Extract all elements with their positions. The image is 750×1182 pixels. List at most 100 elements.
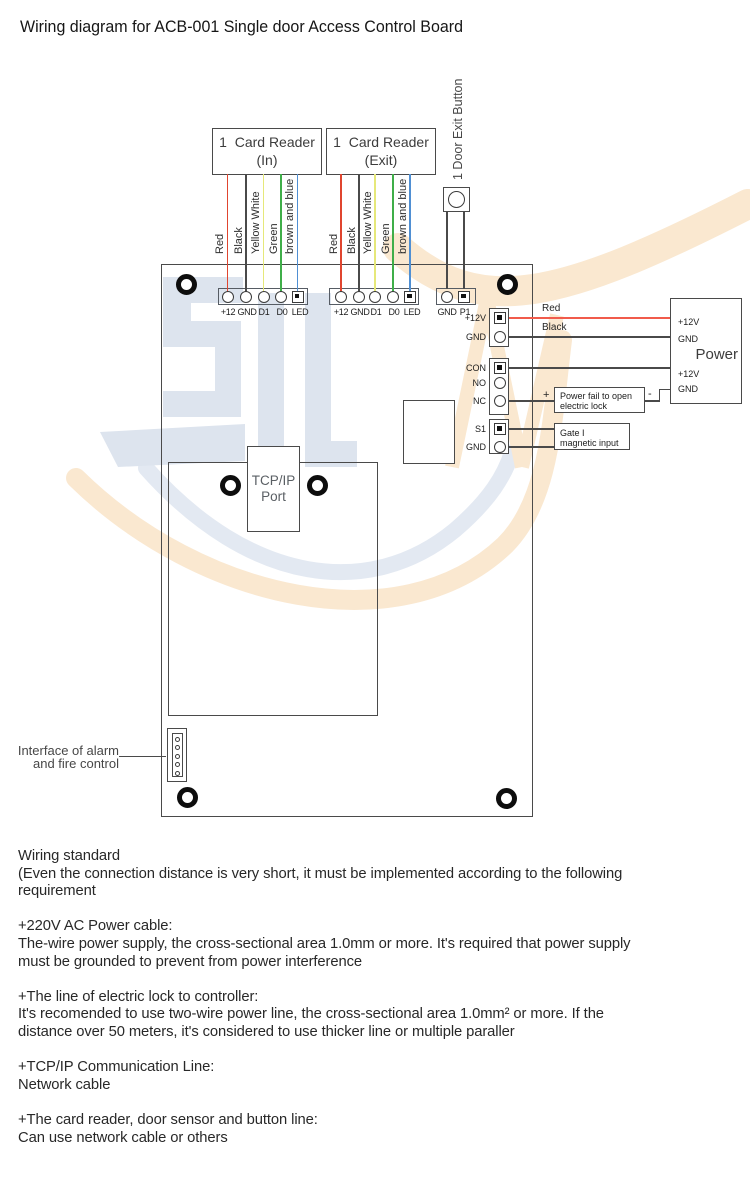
strip-in-label-12: +12 (220, 307, 236, 317)
watermark-letter-n (445, 296, 564, 469)
door-exit-button-label: 1 Door Exit Button (451, 78, 465, 180)
card-reader-exit-sublabel: (Exit) (364, 151, 398, 168)
card-reader-in-label: 1 Card Reader (219, 134, 315, 150)
reader-in-wire-label-green: Green (268, 223, 280, 254)
pin-exit-d1 (369, 290, 381, 303)
gate-magnetic-line1: Gate I (560, 427, 585, 438)
alarm-pin-1 (174, 736, 180, 742)
wire-nc (503, 400, 554, 402)
pin-no (494, 377, 506, 389)
alarm-pin-2 (174, 745, 180, 750)
watermark-gray-swoosh (138, 444, 520, 581)
power-label-12v-2: +12V (678, 368, 700, 379)
note-line (18, 1093, 630, 1111)
power-fail-lock-line1: Power fail to open (560, 390, 633, 401)
reader-in-wire-label-red: Red (214, 233, 226, 254)
card-reader-exit-box: 1 Card Reader (Exit) (326, 128, 436, 175)
wire-con (503, 367, 670, 369)
wire-lock-up (658, 388, 661, 402)
door-exit-button-circle (448, 191, 465, 208)
wire-s1 (503, 428, 554, 430)
note-line: +220V AC Power cable: (18, 917, 173, 935)
reader-in-wire-black (245, 174, 247, 292)
note-line (18, 900, 630, 918)
mount-hole-top-right (496, 273, 518, 295)
tcpip-label: TCP/IP (251, 473, 296, 488)
reader-in-wire-yellow (262, 174, 265, 292)
door-exit-button (443, 187, 470, 212)
label-s1: S1 (474, 424, 486, 434)
annotation-minus: - (648, 388, 652, 400)
annotation-black: Black (542, 322, 567, 333)
pin-gnd-a (494, 331, 506, 343)
strip-exit-label-d0: D0 (388, 307, 400, 317)
wire-power-red (503, 317, 670, 319)
board-component-square (403, 400, 455, 464)
power-supply-box (670, 298, 742, 404)
annotation-red: Red (542, 303, 561, 314)
terminal-strip-reader-exit (329, 288, 419, 305)
note-line (18, 1041, 630, 1059)
reader-in-wire-blue (296, 174, 299, 292)
pin-in-d1 (257, 290, 270, 303)
mount-hole-top-left (175, 273, 197, 295)
power-fail-lock-box: Power fail to open electric lock (554, 387, 645, 413)
strip-exit-label-led: LED (403, 307, 421, 317)
reader-exit-wire-label-blue: brown and blue (397, 178, 409, 254)
strip-exit-label-d1: D1 (370, 307, 382, 317)
reader-exit-wire-black (358, 174, 360, 292)
alarm-pin-5 (174, 770, 180, 776)
reader-exit-wire-label-yellow: Yellow White (362, 191, 374, 254)
label-con: CON (466, 363, 486, 373)
reader-exit-wire-blue (409, 174, 411, 292)
door-exit-wire-gnd (446, 211, 448, 289)
annotation-plus: + (543, 389, 550, 401)
note-line: It's recomended to use two-wire power li… (18, 1005, 604, 1023)
wire-gate-gnd (503, 446, 554, 448)
reader-in-wire-green (280, 174, 282, 292)
strip-in-label-d1: D1 (258, 307, 270, 317)
pin-exit-12 (335, 290, 347, 303)
note-line: +The line of electric lock to controller… (18, 987, 259, 1005)
label-gnd-a: GND (466, 332, 486, 342)
tcpip-sublabel: Port (261, 489, 286, 504)
gate-magnetic-line2: magnetic input (560, 438, 619, 448)
card-reader-in-sublabel: (In) (256, 151, 278, 168)
wire-lock-gnd (658, 388, 671, 391)
note-line: +TCP/IP Communication Line: (18, 1058, 215, 1076)
mount-hole-tcpip-right (306, 474, 328, 496)
label-no: NO (472, 378, 487, 388)
pin-s1 (494, 423, 506, 435)
reader-in-wire-label-black: Black (233, 227, 245, 254)
strip-exit-label-12: +12 (333, 307, 349, 317)
strip-in-label-d0: D0 (276, 307, 288, 317)
gate-magnetic-box: Gate I magnetic input (554, 423, 630, 450)
power-label-12v-1: +12V (678, 317, 700, 327)
note-line: distance over 50 meters, it's considered… (18, 1022, 515, 1040)
watermark-letters (100, 277, 357, 467)
pin-con (494, 362, 506, 374)
watermark-swooshes (66, 189, 750, 610)
pin-nc (494, 395, 506, 407)
control-board-outline (161, 264, 533, 817)
strip-button-label-gnd: GND (437, 307, 457, 317)
wire-power-black (503, 336, 670, 338)
note-line: Can use network cable or others (18, 1128, 228, 1146)
card-reader-in-box: 1 Card Reader (In) (212, 128, 322, 175)
pin-gnd-c (494, 441, 506, 453)
pin-button-p1 (458, 290, 470, 303)
mount-hole-tcpip-left (219, 474, 241, 496)
label-gnd-c: GND (466, 442, 486, 452)
reader-exit-wire-label-black: Black (346, 227, 358, 254)
power-label-gnd-2: GND (678, 384, 698, 394)
pin-in-led (291, 290, 304, 303)
note-line: The-wire power supply, the cross-section… (18, 934, 631, 952)
alarm-connector-inner (171, 733, 183, 777)
reader-in-wire-red (226, 174, 229, 292)
note-line: (Even the connection distance is very sh… (18, 864, 623, 882)
reader-exit-wire-red (340, 174, 342, 292)
alarm-pointer-line (119, 755, 166, 757)
strip-button-label-p1: P1 (459, 307, 471, 317)
pin-in-gnd (240, 290, 252, 303)
